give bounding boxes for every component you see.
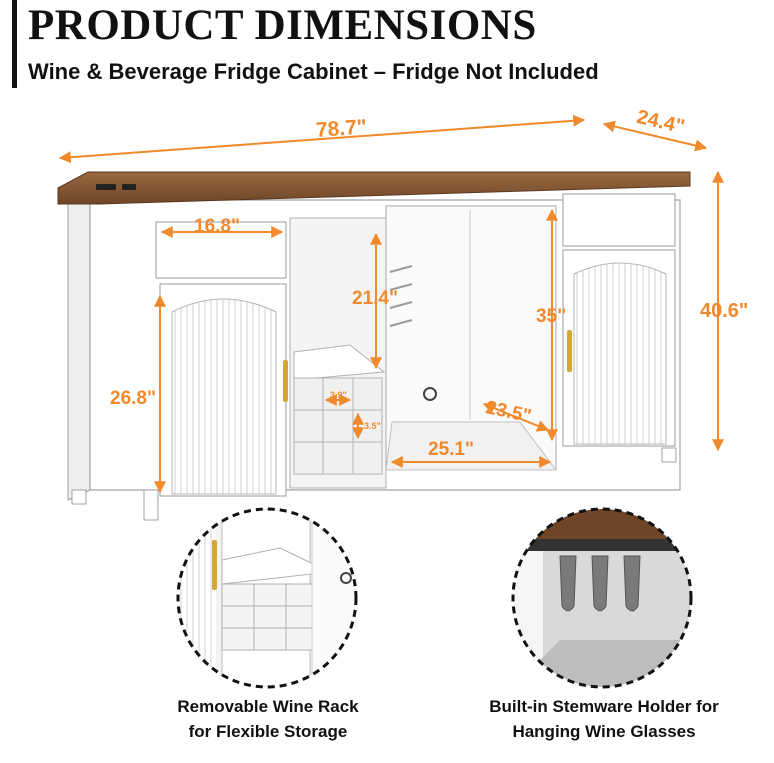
feature-line-1: Built-in Stemware Holder for bbox=[489, 697, 719, 716]
feature-caption-wine-rack: Removable Wine Rack for Flexible Storage bbox=[150, 694, 386, 744]
page-title: PRODUCT DIMENSIONS bbox=[28, 2, 537, 49]
cabinet bbox=[57, 171, 691, 521]
cube-height-label: 3.5" bbox=[364, 421, 381, 431]
drawer-width-label: 16.8" bbox=[194, 216, 240, 237]
title-accent-bar bbox=[12, 0, 17, 88]
dimension-arrows bbox=[58, 114, 724, 494]
stemware-holder-detail bbox=[511, 507, 693, 689]
width-label: 78.7" bbox=[315, 115, 367, 141]
feature-line-1: Removable Wine Rack bbox=[177, 697, 359, 716]
feature-line-2: Hanging Wine Glasses bbox=[512, 722, 696, 741]
height-label: 40.6" bbox=[700, 300, 748, 322]
page-subtitle: Wine & Beverage Fridge Cabinet – Fridge … bbox=[28, 59, 599, 84]
cabinet-height-label: 26.8" bbox=[110, 388, 156, 409]
feature-line-2: for Flexible Storage bbox=[188, 722, 348, 741]
wine-rack-detail bbox=[176, 507, 358, 689]
feature-caption-stemware: Built-in Stemware Holder for Hanging Win… bbox=[466, 694, 742, 744]
cube-width-label: 3.9" bbox=[330, 390, 347, 400]
fridge-height-label: 35" bbox=[536, 306, 566, 327]
fridge-width-label: 25.1" bbox=[428, 439, 474, 460]
shelf-height-label: 21.4" bbox=[352, 288, 398, 309]
